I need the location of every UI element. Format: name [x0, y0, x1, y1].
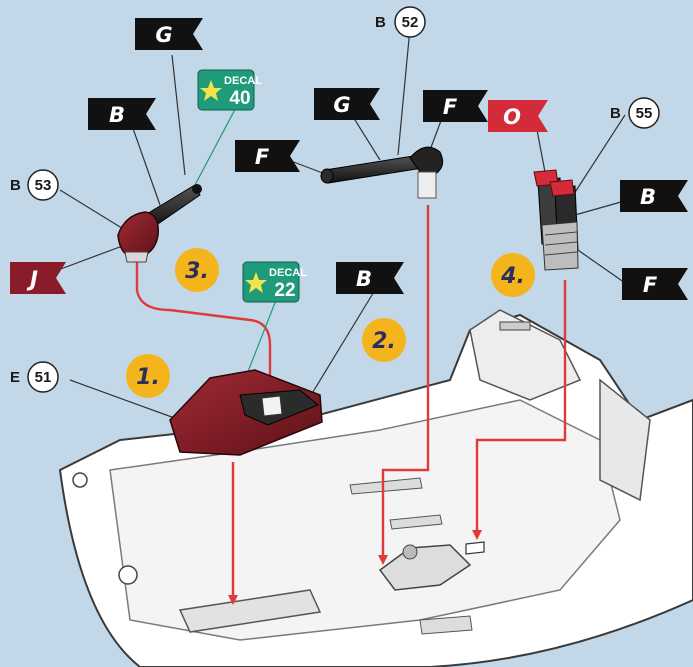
svg-text:F: F	[443, 95, 458, 119]
flag-f-right: F	[622, 268, 688, 300]
svg-text:40: 40	[229, 88, 250, 109]
step-badge-1: 1.	[126, 354, 170, 398]
svg-text:G: G	[155, 23, 172, 47]
svg-text:2.: 2.	[372, 329, 396, 354]
svg-text:51: 51	[35, 369, 52, 386]
part-ref-51: E 51	[10, 362, 58, 392]
part-55-levers	[534, 170, 578, 270]
flag-f-middle: F	[423, 90, 488, 122]
svg-text:F: F	[255, 145, 270, 169]
svg-text:3.: 3.	[185, 259, 209, 284]
svg-text:B: B	[375, 14, 386, 31]
step-badge-3: 3.	[175, 248, 219, 292]
flag-b-center: B	[336, 262, 404, 294]
part-ref-53: B 53	[10, 170, 58, 200]
part-ref-52: B 52	[375, 7, 425, 37]
svg-text:B: B	[109, 103, 125, 127]
svg-text:DECAL: DECAL	[269, 267, 307, 279]
flag-j-left: J	[10, 262, 66, 294]
flag-g-middle: G	[314, 88, 380, 120]
svg-text:52: 52	[402, 14, 419, 31]
decal-badge-40: DECAL 40	[198, 70, 262, 110]
svg-text:4.: 4.	[500, 264, 525, 289]
svg-text:B: B	[356, 267, 372, 291]
step-badge-2: 2.	[362, 318, 406, 362]
flag-b-right: B	[620, 180, 688, 212]
svg-text:E: E	[10, 369, 20, 386]
flag-o-right: O	[488, 100, 548, 132]
svg-text:O: O	[503, 105, 521, 129]
svg-text:22: 22	[274, 280, 295, 301]
step-badge-4: 4.	[491, 253, 535, 297]
flag-b-left: B	[88, 98, 156, 130]
svg-text:1.: 1.	[136, 365, 160, 390]
svg-text:B: B	[10, 177, 21, 194]
svg-text:B: B	[610, 105, 621, 122]
svg-text:B: B	[640, 185, 656, 209]
svg-text:F: F	[643, 273, 658, 297]
svg-text:G: G	[333, 93, 350, 117]
svg-text:DECAL: DECAL	[224, 75, 262, 87]
part-ref-55: B 55	[610, 98, 659, 128]
flag-g-top: G	[135, 18, 203, 50]
part-52-lever	[321, 147, 443, 198]
svg-text:53: 53	[35, 177, 52, 194]
svg-text:55: 55	[636, 105, 653, 122]
flag-f-left: F	[235, 140, 300, 172]
decal-badge-22: DECAL 22	[243, 262, 307, 302]
